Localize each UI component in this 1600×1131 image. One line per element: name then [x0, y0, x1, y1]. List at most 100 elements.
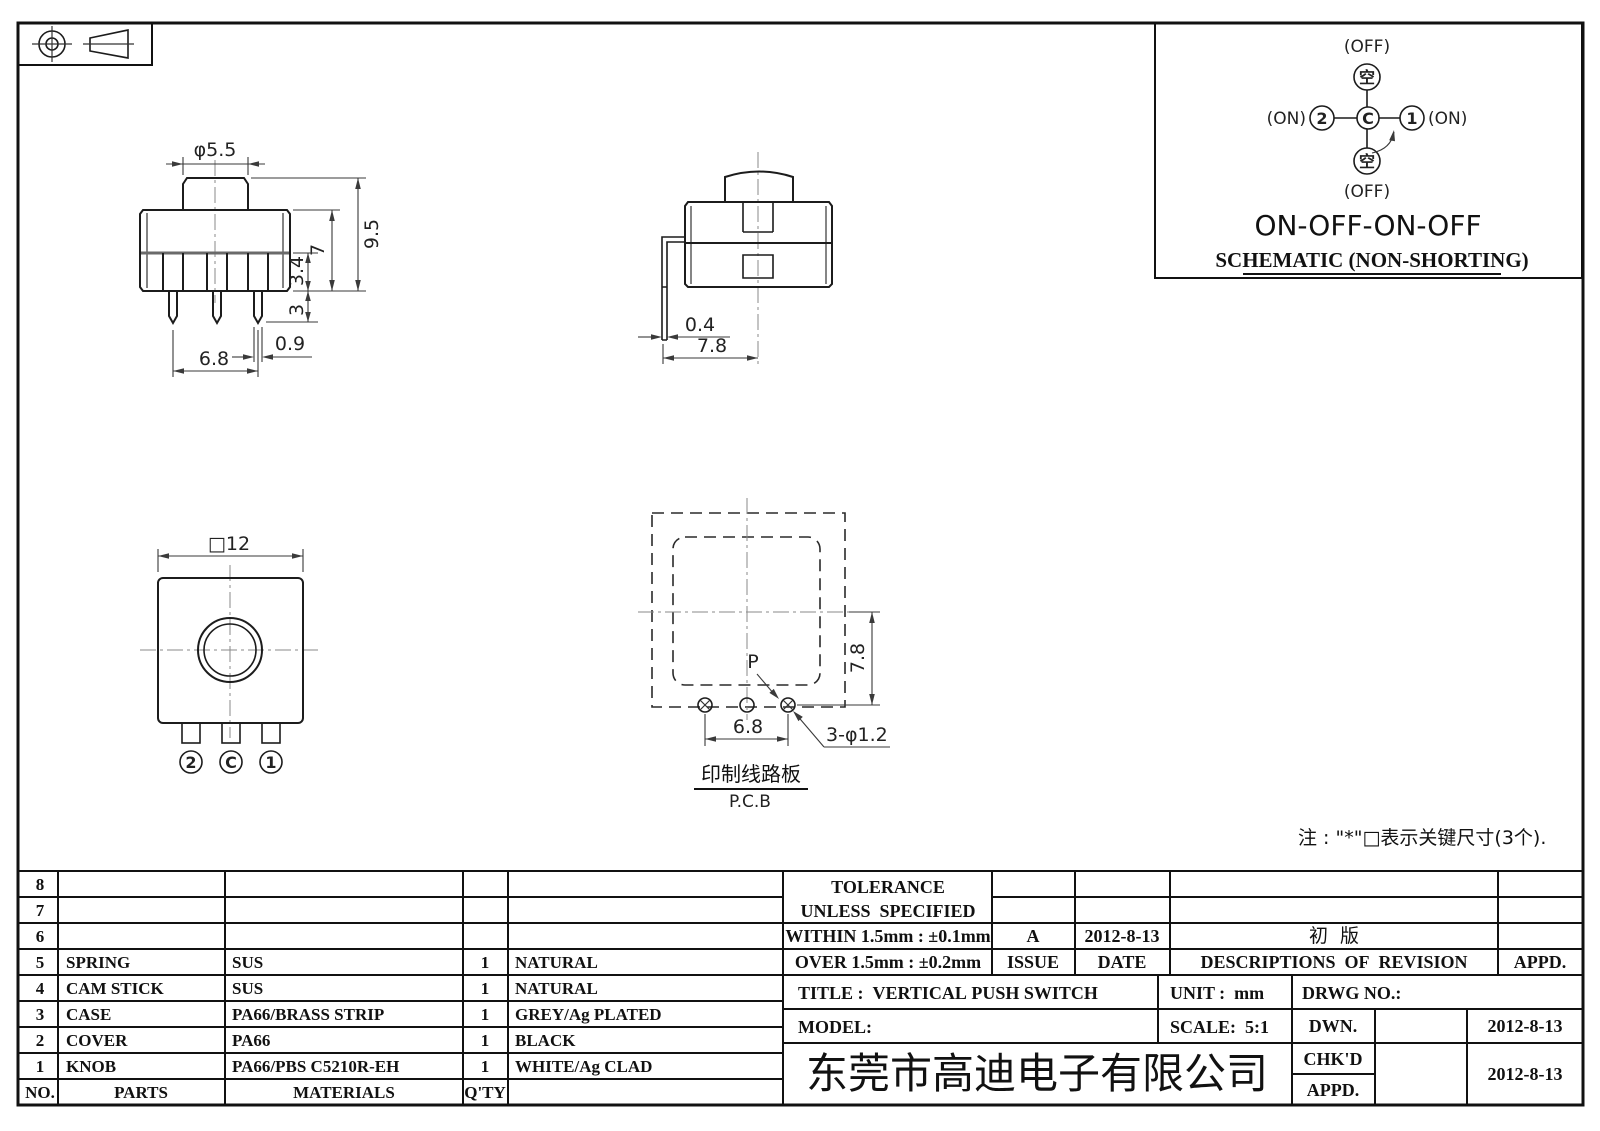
chkd-label: CHK'D — [1303, 1049, 1362, 1069]
unit-label: UNIT : mm — [1170, 983, 1264, 1003]
row-no: 4 — [36, 979, 45, 998]
chkd-date: 2012-8-13 — [1488, 1064, 1563, 1084]
side-knob — [724, 170, 794, 202]
part-qty: 1 — [481, 1005, 490, 1024]
dim-knob-dia: φ5.5 — [194, 139, 237, 161]
dim-pin-thickness: 0.4 — [685, 314, 715, 336]
tolerance-subtitle: UNLESS SPECIFIED — [800, 901, 975, 921]
schematic-common-terminal: C — [1362, 109, 1374, 128]
dim-pin-length: 3 — [286, 304, 308, 316]
part-material: SUS — [232, 953, 263, 972]
part-qty: 1 — [481, 953, 490, 972]
dim-pcb-holes: 3-φ1.2 — [826, 724, 888, 746]
side-view: 0.4 7.8 — [638, 152, 833, 364]
part-name: CAM STICK — [66, 979, 165, 998]
dwn-date: 2012-8-13 — [1488, 1016, 1563, 1036]
part-finish: GREY/Ag PLATED — [515, 1005, 662, 1024]
date-label: DATE — [1098, 952, 1147, 972]
bottom-pin-2-label: 2 — [185, 753, 196, 772]
front-body — [139, 209, 291, 292]
schematic-empty-top: 空 — [1359, 68, 1375, 87]
part-finish: NATURAL — [515, 953, 598, 972]
front-knob — [182, 177, 249, 210]
part-qty: 1 — [481, 1057, 490, 1076]
title-block: TOLERANCE UNLESS SPECIFIED WITHIN 1.5mm … — [785, 877, 1566, 1100]
pcb-outer-outline — [651, 512, 846, 708]
bottom-view: □12 2 C 1 — [140, 533, 320, 774]
projection-symbol-box — [17, 22, 153, 66]
part-material: SUS — [232, 979, 263, 998]
side-body — [684, 201, 833, 288]
tolerance-over: OVER 1.5mm : ±0.2mm — [795, 952, 981, 972]
row-no: 5 — [36, 953, 45, 972]
header-qty: Q'TY — [464, 1083, 506, 1102]
pcb-label-cn: 印制线路板 — [701, 762, 801, 786]
schematic-terminal-1: 1 — [1406, 109, 1417, 128]
schematic-empty-bottom: 空 — [1359, 152, 1375, 171]
schematic-terminal-2: 2 — [1316, 109, 1327, 128]
row-no: 3 — [36, 1005, 45, 1024]
sheet-border — [16, 21, 1585, 1107]
dim-base-height: 3.4 — [286, 256, 308, 286]
scale-label: SCALE: 5:1 — [1170, 1017, 1269, 1037]
tolerance-within: WITHIN 1.5mm : ±0.1mm — [785, 926, 990, 946]
part-qty: 1 — [481, 1031, 490, 1050]
schematic-box: C 2 1 空 空 (OFF) (OFF) (ON) (ON) ON-OFF-O… — [1154, 22, 1583, 279]
row-no: 8 — [36, 875, 45, 894]
issue-value: A — [1027, 926, 1040, 946]
bottom-pin-c-label: C — [225, 753, 237, 772]
model-label: MODEL: — [798, 1017, 872, 1037]
parts-list: 8 7 6 5 SPRING SUS 1 NATURAL 4 CAM STICK… — [25, 875, 661, 1102]
dim-pcb-vertical: 7.8 — [847, 643, 869, 673]
table-grid — [18, 870, 1583, 1105]
first-angle-projection-icon — [32, 26, 134, 62]
part-name: SPRING — [66, 953, 130, 972]
schematic-function-label: ON-OFF-ON-OFF — [1254, 209, 1481, 242]
part-finish: BLACK — [515, 1031, 576, 1050]
dim-pin-pitch: 6.8 — [199, 348, 229, 370]
schematic-off-top-label: (OFF) — [1344, 37, 1390, 57]
part-finish: WHITE/Ag CLAD — [515, 1057, 652, 1076]
pcb-label-en: P.C.B — [729, 792, 771, 812]
pcb-view: P 7.8 6.8 3-φ1.2 印制线路板 P.C.B — [638, 498, 890, 812]
row-no: 1 — [36, 1057, 45, 1076]
front-pin-left — [162, 253, 184, 326]
schematic-on-right-label: (ON) — [1428, 109, 1467, 129]
schematic-throw-arrow — [1371, 131, 1395, 154]
key-dimension-note: 注 : "*"□表示关键尺寸(3个). — [1298, 827, 1546, 849]
front-pin-right — [247, 253, 269, 326]
dim-pcb-pitch: 6.8 — [733, 716, 763, 738]
part-material: PA66/PBS C5210R-EH — [232, 1057, 399, 1076]
row-no: 2 — [36, 1031, 45, 1050]
tolerance-title: TOLERANCE — [831, 877, 945, 897]
bottom-pin-1-label: 1 — [265, 753, 276, 772]
pcb-point-label: P — [747, 651, 758, 673]
revision-header: DESCRIPTIONS OF REVISION — [1200, 952, 1467, 972]
header-no: NO. — [25, 1083, 55, 1102]
part-qty: 1 — [481, 979, 490, 998]
dim-pin-to-center: 7.8 — [697, 335, 727, 357]
part-finish: NATURAL — [515, 979, 598, 998]
company-name: 东莞市高迪电子有限公司 — [806, 1049, 1268, 1098]
header-materials: MATERIALS — [293, 1083, 395, 1102]
appd-label: APPD. — [1307, 1080, 1360, 1100]
part-material: PA66 — [232, 1031, 270, 1050]
bottom-knob-circle — [197, 617, 263, 683]
side-bent-pin — [661, 236, 685, 341]
dim-body-height: 7 — [307, 244, 329, 256]
front-view: φ5.5 9.5 7 3.4 3 0.9 — [139, 139, 383, 377]
part-name: COVER — [66, 1031, 128, 1050]
front-pin-center — [206, 253, 228, 326]
issue-date-value: 2012-8-13 — [1085, 926, 1160, 946]
header-parts: PARTS — [114, 1083, 168, 1102]
dim-total-height: 9.5 — [361, 219, 383, 249]
dim-body-square: □12 — [208, 533, 250, 555]
drwg-no-label: DRWG NO.: — [1302, 983, 1401, 1003]
revision-description: 初 版 — [1309, 925, 1359, 947]
schematic-off-bottom-label: (OFF) — [1344, 182, 1390, 202]
part-material: PA66/BRASS STRIP — [232, 1005, 384, 1024]
schematic-on-left-label: (ON) — [1267, 109, 1306, 129]
drawing-title: TITLE : VERTICAL PUSH SWITCH — [798, 983, 1098, 1003]
issue-label: ISSUE — [1007, 952, 1059, 972]
